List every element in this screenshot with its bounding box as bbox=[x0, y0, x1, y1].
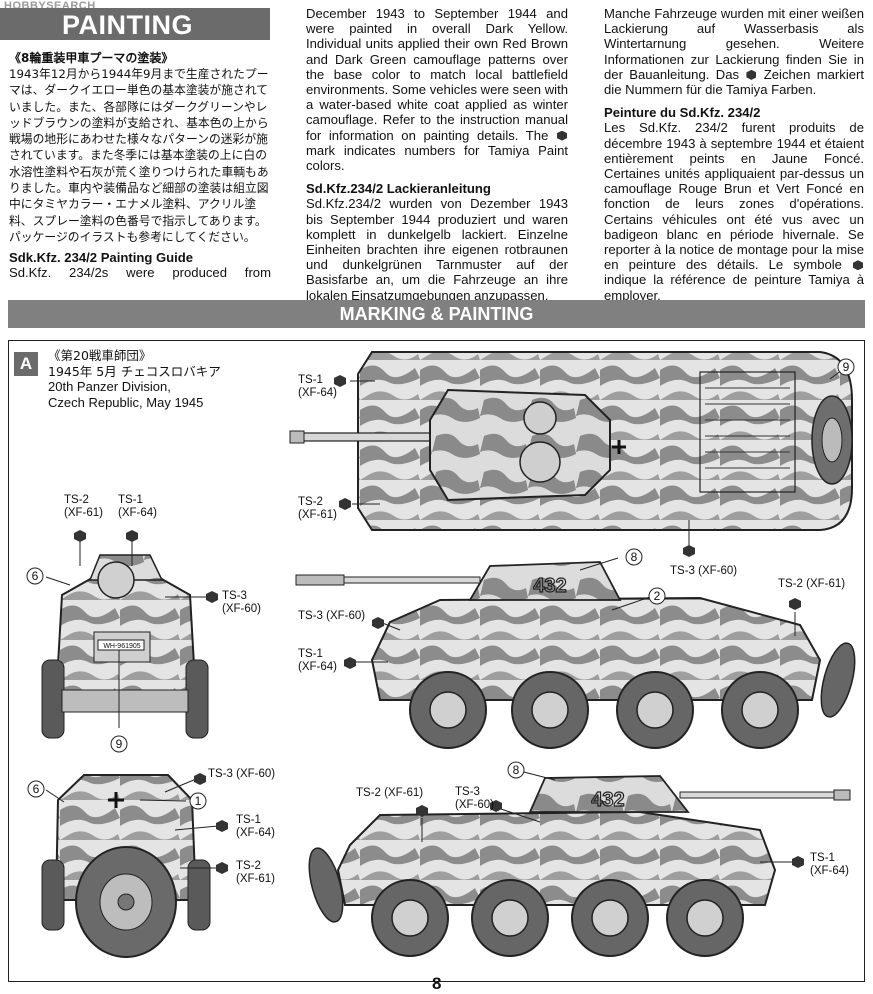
callout-ts1-right: TS-1(XF-64) bbox=[810, 852, 849, 877]
callout-ts3-right: TS-3(XF-60) bbox=[455, 786, 494, 811]
section-bar: MARKING & PAINTING bbox=[8, 300, 865, 328]
text-column-3: Manche Fahrzeuge wurden mit einer weißen… bbox=[604, 6, 864, 303]
callout-number-6: 6 bbox=[32, 569, 39, 583]
text-column-1: 《8輪重装甲車プーマの塗装》 1943年12月から1944年9月まで生産されたプ… bbox=[9, 50, 271, 281]
callout-ts1-front: TS-1(XF-64) bbox=[118, 494, 157, 519]
unit-en: 20th Panzer Division, bbox=[48, 379, 171, 394]
callout-number-9: 9 bbox=[116, 737, 123, 751]
callout-ts1-left: TS-1(XF-64) bbox=[298, 648, 337, 673]
callout-ts3-left: TS-3 (XF-60) bbox=[298, 610, 366, 622]
en-body-start: Sd.Kfz. 234/2s were produced from bbox=[9, 265, 271, 281]
page-number: 8 bbox=[432, 974, 442, 993]
callout-number-1: 1 bbox=[195, 794, 202, 808]
callout-ts2-top: TS-2(XF-61) bbox=[298, 496, 337, 521]
date-jp: 1945年 5月 チェコスロバキア bbox=[48, 363, 221, 379]
scheme-caption: 《第20戦車師団》 1945年 5月 チェコスロバキア 20th Panzer … bbox=[48, 348, 221, 410]
rear-view bbox=[41, 774, 211, 958]
paint-markers bbox=[74, 375, 804, 874]
callout-number-8: 8 bbox=[513, 763, 520, 777]
callout-number-6: 6 bbox=[33, 782, 40, 796]
number-circle-labels: 9 6 9 8 2 6 1 8 bbox=[32, 360, 850, 808]
scheme-panel bbox=[8, 340, 865, 982]
en-body: December 1943 to September 1944 and were… bbox=[306, 6, 568, 174]
section-title: MARKING & PAINTING bbox=[339, 304, 534, 324]
callout-ts2-rear: TS-2(XF-61) bbox=[236, 860, 275, 885]
jp-body: 1943年12月から1944年9月まで生産されたプーマは、ダークイエロー単色の基… bbox=[9, 67, 269, 244]
callout-number-9: 9 bbox=[843, 360, 850, 374]
right-side-view bbox=[308, 775, 851, 957]
callout-ts3-rear: TS-3 (XF-60) bbox=[208, 768, 276, 780]
jp-title: 《8輪重装甲車プーマの塗装》 bbox=[9, 51, 174, 65]
callout-ts3-top: TS-3 (XF-60) bbox=[670, 565, 738, 577]
text-column-2: December 1943 to September 1944 and were… bbox=[306, 6, 568, 303]
paint-mark-icon bbox=[557, 130, 567, 141]
heading-bar bbox=[0, 8, 270, 40]
de-body: Sd.Kfz.234/2 wurden von Dezember 1943 bi… bbox=[306, 196, 568, 303]
callout-ts3-front: TS-3(XF-60) bbox=[222, 590, 261, 615]
paint-mark-icon bbox=[746, 69, 757, 80]
callout-number-8: 8 bbox=[631, 550, 638, 564]
turret-number-right: 432 bbox=[591, 789, 624, 811]
callout-number-2: 2 bbox=[654, 589, 661, 603]
fr-body: Les Sd.Kfz. 234/2 furent produits de déc… bbox=[604, 120, 864, 303]
callout-ts2-left: TS-2 (XF-61) bbox=[778, 578, 846, 590]
top-view bbox=[289, 351, 853, 531]
front-number-plate: WH-961905 bbox=[103, 643, 140, 650]
callout-ts2-right: TS-2 (XF-61) bbox=[356, 787, 424, 799]
front-view bbox=[41, 554, 209, 739]
unit-jp: 《第20戦車師団》 bbox=[48, 348, 152, 363]
fr-title: Peinture du Sd.Kfz. 234/2 bbox=[604, 105, 761, 121]
paint-mark-icon bbox=[853, 260, 863, 271]
place-en: Czech Republic, May 1945 bbox=[48, 394, 204, 410]
scheme-badge: A bbox=[14, 352, 38, 376]
left-side-view bbox=[295, 561, 856, 749]
de-title: Sd.Kfz.234/2 Lackieranleitung bbox=[306, 181, 491, 197]
callout-ts2-front: TS-2(XF-61) bbox=[64, 494, 103, 519]
turret-number-left: 432 bbox=[533, 575, 566, 597]
callout-ts1-rear: TS-1(XF-64) bbox=[236, 814, 275, 839]
page-heading: PAINTING bbox=[62, 10, 193, 40]
number-circles bbox=[26, 358, 855, 810]
callout-ts1-top: TS-1(XF-64) bbox=[298, 374, 337, 399]
en-title: Sdk.Kfz. 234/2 Painting Guide bbox=[9, 250, 194, 266]
de-body-cont: Manche Fahrzeuge wurden mit einer weißen… bbox=[604, 6, 865, 98]
